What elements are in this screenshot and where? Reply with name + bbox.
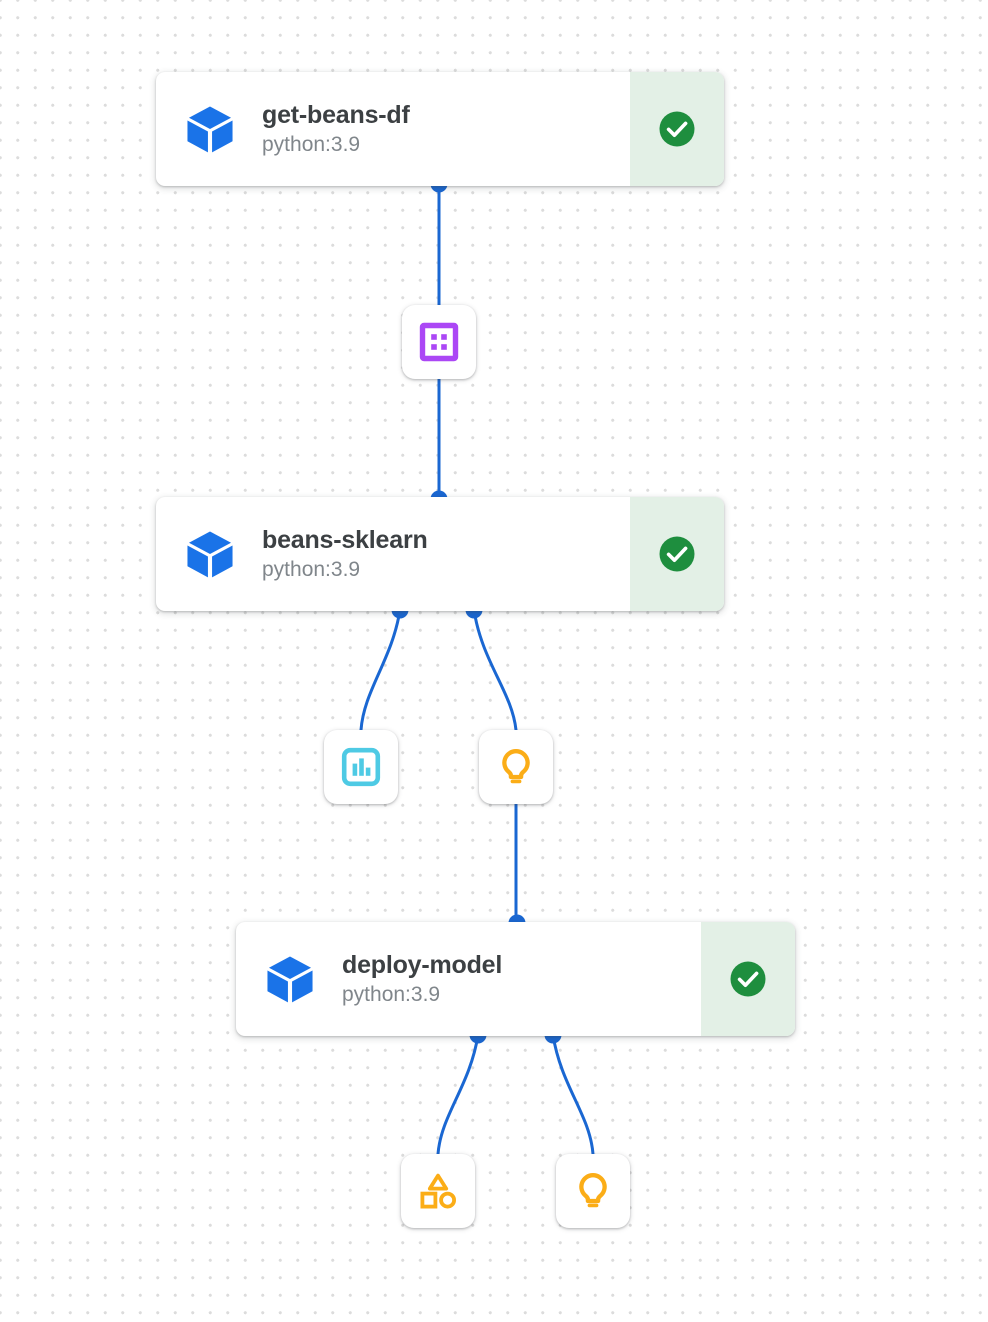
component-node-subtitle: python:3.9 [262, 558, 361, 581]
component-node-beans-sklearn[interactable]: beans-sklearn python:3.9 [156, 497, 724, 611]
check-circle-icon [659, 536, 695, 572]
component-node-text: beans-sklearn python:3.9 [262, 525, 428, 583]
check-circle-icon [730, 961, 766, 997]
pipeline-edge [551, 1033, 595, 1156]
component-node-subtitle: python:3.9 [342, 983, 441, 1006]
component-node-title: deploy-model [342, 951, 503, 979]
status-badge[interactable] [630, 72, 724, 186]
check-circle-icon [659, 111, 695, 147]
component-node-text: get-beans-df python:3.9 [262, 100, 410, 158]
pipeline-edge [472, 608, 518, 732]
component-node-title: get-beans-df [262, 101, 410, 129]
component-node-body: deploy-model python:3.9 [236, 922, 701, 1036]
lightbulb-icon [502, 749, 530, 784]
cube-icon [267, 956, 313, 1003]
cube-icon [187, 106, 233, 153]
component-node-deploy-model[interactable]: deploy-model python:3.9 [236, 922, 795, 1036]
dataset-icon [419, 322, 459, 362]
shapes-icon [420, 1173, 457, 1209]
bar-chart-icon [341, 747, 381, 787]
artifact-node-dataset-artifact[interactable] [402, 305, 476, 379]
component-node-subtitle: python:3.9 [262, 133, 361, 156]
component-node-body: get-beans-df python:3.9 [156, 72, 630, 186]
lightbulb-icon [579, 1173, 607, 1208]
status-badge[interactable] [701, 922, 795, 1036]
pipeline-edge [359, 608, 402, 732]
pipeline-edge [436, 1033, 480, 1156]
component-node-body: beans-sklearn python:3.9 [156, 497, 630, 611]
component-node-title: beans-sklearn [262, 526, 428, 554]
artifact-node-model-artifact-1[interactable] [479, 730, 553, 804]
status-badge[interactable] [630, 497, 724, 611]
cube-icon [187, 531, 233, 578]
component-node-text: deploy-model python:3.9 [342, 950, 502, 1008]
artifact-node-metrics-artifact[interactable] [401, 1154, 475, 1228]
artifact-node-model-artifact-2[interactable] [556, 1154, 630, 1228]
component-node-get-beans-df[interactable]: get-beans-df python:3.9 [156, 72, 724, 186]
artifact-node-classification-metrics-artifact[interactable] [324, 730, 398, 804]
